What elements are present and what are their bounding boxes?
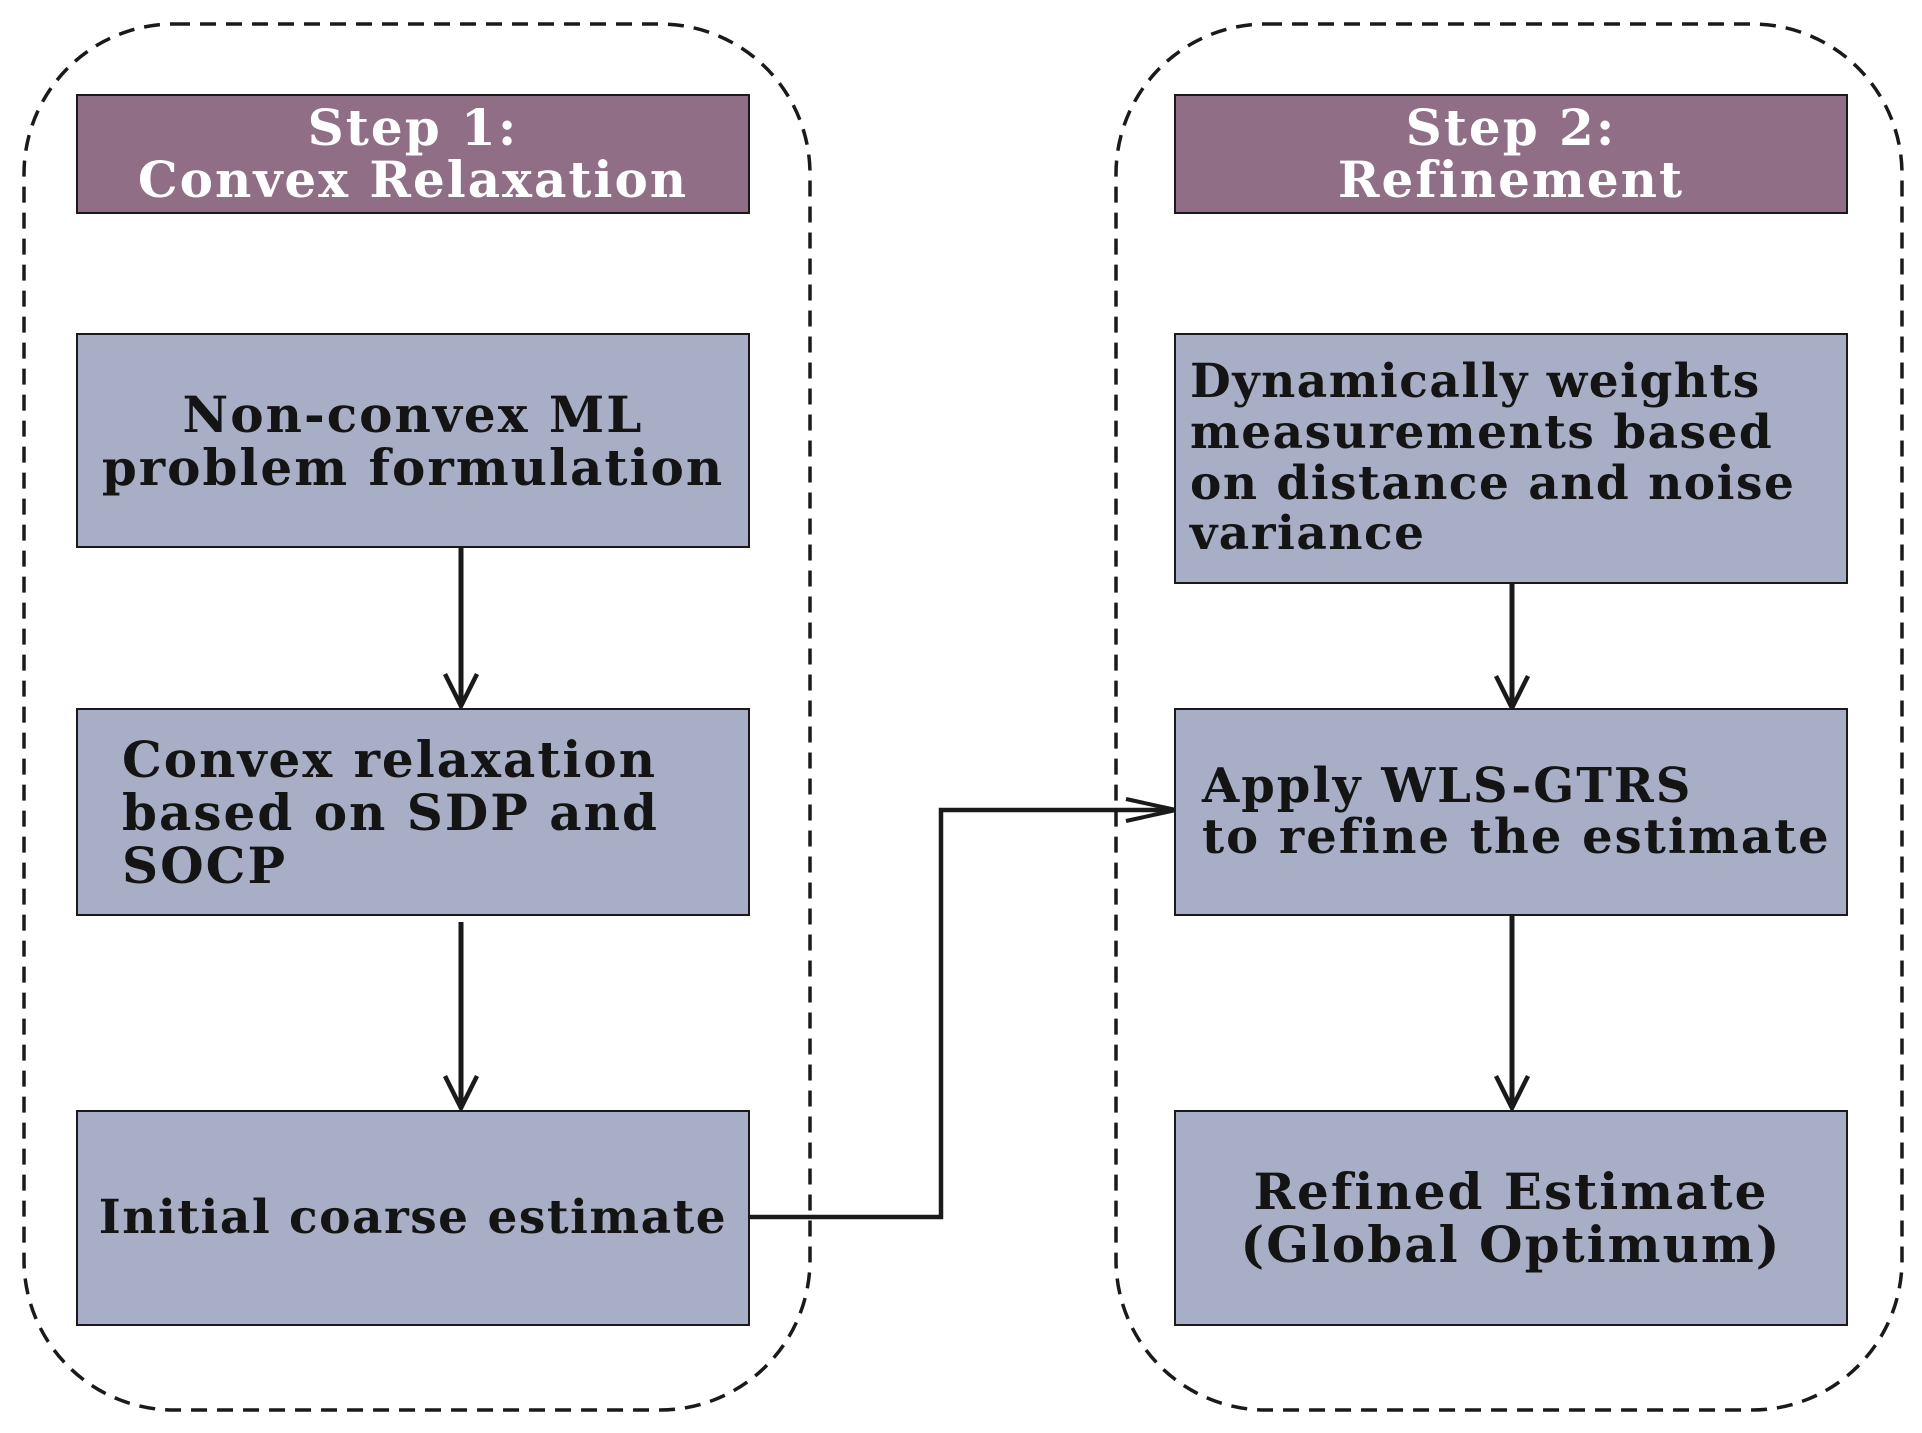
step1-header: Step 1: Convex Relaxation xyxy=(76,94,750,214)
step2-header: Step 2: Refinement xyxy=(1174,94,1848,214)
arrow-step1-to-step2 xyxy=(750,797,1177,1220)
step2-box-dynamic-weights: Dynamically weights measurements based o… xyxy=(1174,333,1848,584)
step1-box-ml-formulation: Non-convex ML problem formulation xyxy=(76,333,750,548)
step1-box-convex-relaxation: Convex relaxation based on SDP and SOCP xyxy=(76,708,750,916)
step1-box-initial-estimate: Initial coarse estimate xyxy=(76,1110,750,1326)
step2-group-outline xyxy=(1114,22,1904,1412)
step2-box-wls-gtrs: Apply WLS-GTRS to refine the estimate xyxy=(1174,708,1848,916)
step2-box-refined-estimate: Refined Estimate (Global Optimum) xyxy=(1174,1110,1848,1326)
step1-group-outline xyxy=(22,22,812,1412)
